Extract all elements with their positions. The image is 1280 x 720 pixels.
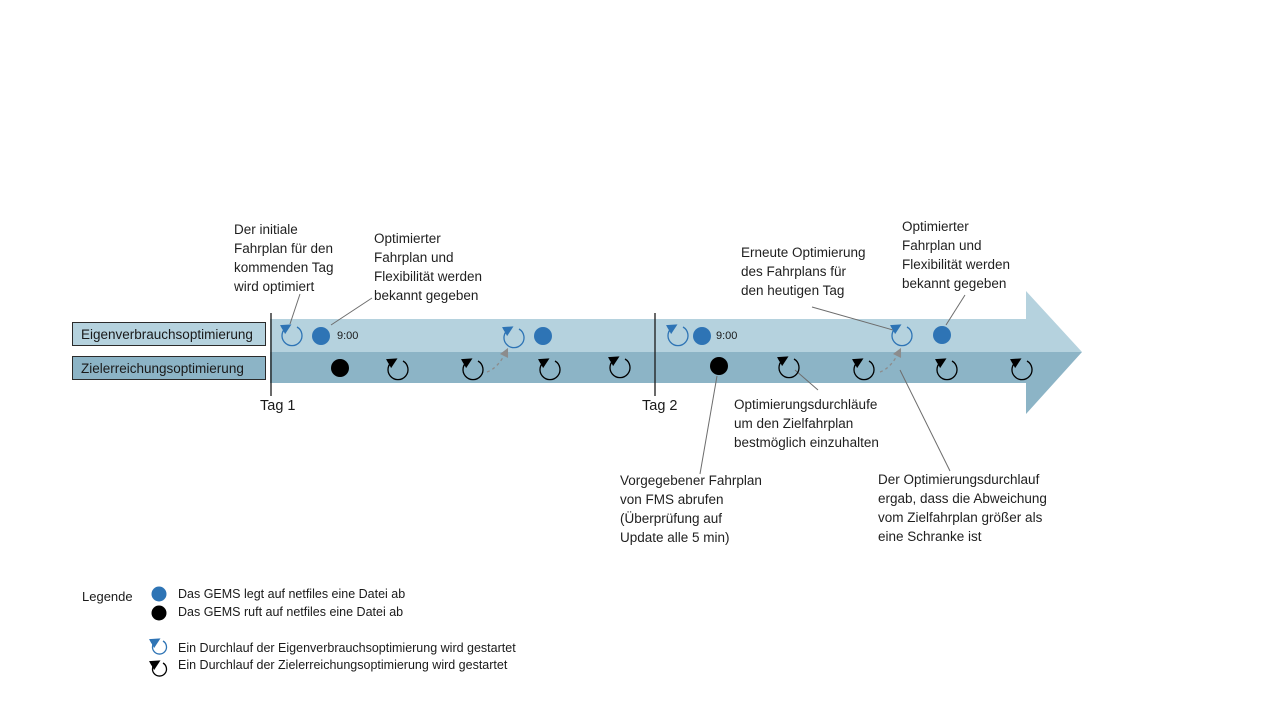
annotation-optimized-2: Optimierter Fahrplan und Flexibilität we… [902,219,1011,291]
legend-blue-dot-text: Das GEMS legt auf netfiles eine Datei ab [178,587,406,601]
leader-initial [289,293,301,325]
legend-black-cycle-icon [148,660,168,677]
black-cycle-icon [851,358,875,381]
annotation-optimized-1: Optimierter Fahrplan und Flexibilität we… [374,231,483,303]
black-cycle-icon [460,358,484,381]
arrow-head-bottom [1026,352,1082,414]
blue-cycle-icon [665,324,689,347]
leader-optimized2 [945,294,966,326]
blue-cycle-icon [889,324,913,347]
time-label: 9:00 [337,330,359,342]
black-cycle-icon [607,356,631,379]
legend-black-dot-text: Das GEMS ruft auf netfiles eine Datei ab [178,605,404,619]
annotation-reoptimize: Erneute Optimierung des Fahrplans für de… [741,245,866,298]
dashed-trigger-arrow [879,347,902,373]
ziel-row-label: Zielerreichungsoptimierung [72,356,266,380]
time-label: 9:00 [716,330,738,342]
legend-black-dot [151,605,167,621]
legend-title: Legende [82,589,133,604]
eigen-row-label: Eigenverbrauchsoptimierung [72,322,266,346]
leader-runs [794,369,819,391]
leader-fetch [699,375,718,475]
legend-blue-cycle-icon [148,638,168,655]
legend-blue-cycle-text: Ein Durchlauf der Eigenverbrauchsoptimie… [178,641,516,655]
blue-dot [534,327,552,345]
leader-optimized1 [330,297,373,326]
timeline-arrow [270,291,1082,414]
legend-blue-dot [151,586,167,602]
annotation-deviation: Der Optimierungsdurchlauf ergab, dass di… [878,472,1047,544]
black-cycle-icon [934,358,958,381]
leader-reoptimize [811,306,894,331]
black-cycle-icon [537,358,561,381]
annotation-runs: Optimierungsdurchläufe um den Zielfahrpl… [734,397,879,450]
leader-deviation [899,369,951,472]
annotation-initial: Der initiale Fahrplan für den kommenden … [234,222,334,294]
black-cycle-icon [776,356,800,379]
dashed-trigger-arrow [486,347,509,373]
legend-black-cycle-text: Ein Durchlauf der Zielerreichungsoptimie… [178,658,508,672]
black-cycle-icon [385,358,409,381]
day2-label: Tag 2 [642,398,678,414]
blue-dot [693,327,711,345]
annotation-fetch: Vorgegebener Fahrplan von FMS abrufen (Ü… [620,473,762,545]
blue-dot [312,327,330,345]
day1-label: Tag 1 [260,398,296,414]
black-dot [331,359,349,377]
ziel-track [270,352,1026,383]
blue-dot [933,326,951,344]
blue-cycle-icon [501,326,525,349]
blue-cycle-icon [279,324,303,347]
black-cycle-icon [1009,358,1033,381]
black-dot [710,357,728,375]
arrow-head-top [1026,291,1082,352]
